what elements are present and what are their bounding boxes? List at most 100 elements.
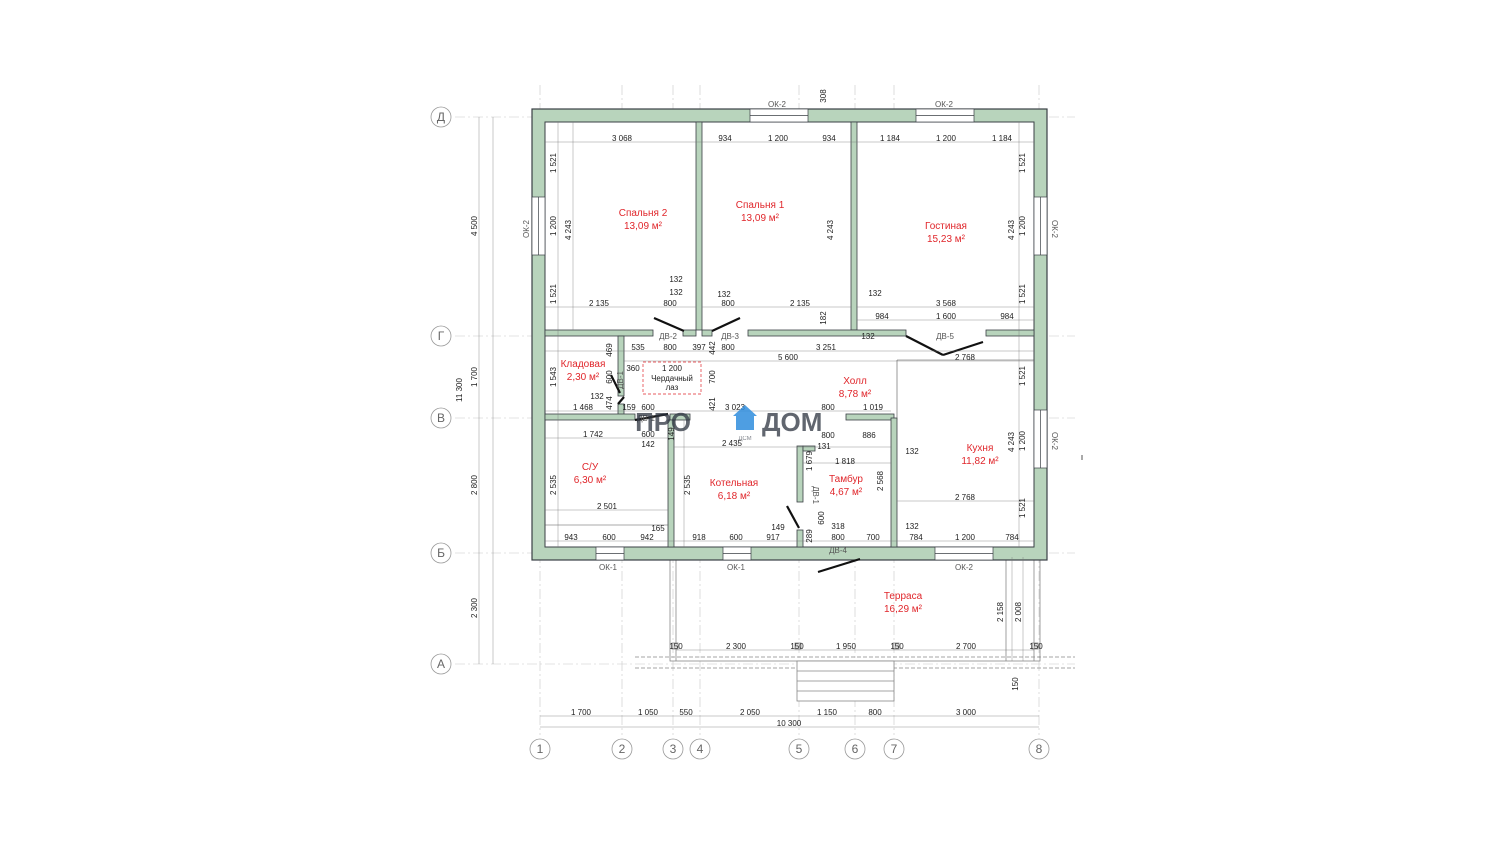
axis-letter: Д (437, 110, 445, 124)
dimension-value: 4 243 (1007, 219, 1016, 240)
dimension-value: 4 500 (470, 215, 479, 236)
dimension-value: 1 521 (549, 283, 558, 304)
dimension-value: 11 300 (455, 378, 464, 402)
dimension-value: 2 158 (996, 601, 1005, 622)
door-label: ДВ-4 (829, 546, 847, 555)
dimension-value: 917 (766, 533, 780, 542)
dimension-value: 800 (663, 299, 677, 308)
dimension-value: 535 (631, 343, 645, 352)
room-name: Гостиная (925, 221, 967, 232)
room-name: С/У (582, 462, 599, 473)
dimension-value: 3 068 (612, 134, 633, 143)
room-name: Спальня 2 (619, 208, 668, 219)
dimension-value: 800 (831, 533, 845, 542)
axis-letter: В (437, 411, 445, 425)
dimension-value: 4 243 (1007, 431, 1016, 452)
axis-number: 5 (796, 742, 803, 756)
dimension-value: 308 (819, 89, 828, 103)
dimension-value: 3 023 (725, 403, 746, 412)
dimension-value: 600 (817, 511, 826, 525)
room-area: 11,82 м² (961, 456, 999, 467)
dimension-value: 3 251 (816, 343, 837, 352)
dimension-value: 132 (868, 289, 882, 298)
dimension-total: 10 300 (777, 719, 802, 728)
dimension-value: 1 742 (583, 430, 604, 439)
door-label: ДВ-3 (721, 332, 739, 341)
room-name: Котельная (710, 478, 758, 489)
dimension-value: 1 521 (1018, 365, 1027, 386)
dimension-value: 421 (708, 397, 717, 411)
dimension-value: 1 521 (1018, 283, 1027, 304)
dimension-value: 397 (692, 343, 706, 352)
dimension-value: 1 700 (470, 366, 479, 387)
axis-letter: А (437, 657, 445, 671)
door-label: ДВ-5 (936, 332, 954, 341)
dimension-value: 1 050 (638, 708, 659, 717)
dimension-value: 150 (1029, 642, 1043, 651)
dimension-value: 4 243 (564, 219, 573, 240)
dimension-value: 2 435 (722, 439, 743, 448)
dimension-value: 165 (651, 524, 665, 533)
dimension-value: 1 184 (992, 134, 1013, 143)
dimension-value: 800 (821, 403, 835, 412)
dimension-value: 1 200 (1018, 215, 1027, 236)
dimension-value: 800 (721, 299, 735, 308)
dimension-value: 132 (905, 447, 919, 456)
axis-number: 7 (891, 742, 898, 756)
attic-text: Чердачный (651, 374, 693, 383)
dimension-value: 934 (822, 134, 836, 143)
axis-number: 6 (852, 742, 859, 756)
dimension-value: 784 (1005, 533, 1019, 542)
dimension-value: 800 (663, 343, 677, 352)
dimension-value: 2 008 (1014, 601, 1023, 622)
dimension-value: 700 (708, 370, 717, 384)
room-name: Тамбур (829, 473, 863, 485)
dimension-value: 600 (729, 533, 743, 542)
room-area: 16,29 м² (884, 604, 923, 615)
axis-letters: Д Г В Б А (430, 106, 452, 675)
attic-text: лаз (666, 383, 679, 392)
dimension-value: 800 (821, 431, 835, 440)
room-area: 8,78 м² (839, 389, 872, 400)
axis-letter: Г (438, 329, 445, 343)
room-area: 2,30 м² (567, 372, 600, 383)
window-label: ОК-2 (1050, 220, 1059, 239)
dimension-value: 2 800 (470, 474, 479, 495)
dimension-value: 132 (590, 392, 604, 401)
dimension-value: 442 (708, 341, 717, 355)
dimension-value: 1 200 (549, 215, 558, 236)
doors (610, 316, 984, 574)
dimension-value: 700 (866, 533, 880, 542)
dimension-value: 289 (805, 529, 814, 543)
dimension-value: 150 (790, 642, 804, 651)
dimension-value: 1 600 (936, 312, 957, 321)
room-name: Кладовая (561, 359, 606, 370)
dimension-value: 159 (622, 403, 636, 412)
dimension-value: 150 (1011, 677, 1020, 691)
watermark-left: ПРО (635, 407, 691, 437)
dimension-value: 1 818 (835, 457, 856, 466)
axis-number: 1 (537, 742, 544, 756)
dimension-value: 132 (905, 522, 919, 531)
axis-numbers: 1 2 3 4 5 6 7 8 (529, 738, 1050, 760)
watermark-small: ДСМ (738, 436, 751, 442)
dimension-value: 984 (875, 312, 889, 321)
dimension-value: 149 (667, 427, 676, 441)
dimension-value: 800 (721, 343, 735, 352)
dimension-value: 942 (640, 533, 654, 542)
door-label: ДВ-1 (811, 486, 820, 504)
window-label: ОК-2 (1050, 432, 1059, 451)
dimension-value: 1 521 (1018, 152, 1027, 173)
dimension-value: 131 (817, 442, 831, 451)
window-label: ОК-2 (935, 100, 954, 109)
dimension-value: 4 243 (826, 219, 835, 240)
dimension-value: 600 (641, 430, 655, 439)
dimension-value: 1 200 (955, 533, 976, 542)
dimension-value: 918 (692, 533, 706, 542)
room-labels: Спальня 2 13,09 м² Спальня 1 13,09 м² Го… (561, 200, 1000, 615)
room-area: 13,09 м² (624, 221, 663, 232)
dimension-value: 2 300 (726, 642, 747, 651)
dimension-value: 2 501 (597, 502, 618, 511)
dimension-value: 1 679 (805, 450, 814, 471)
opening-labels: ОК-2 ОК-2 ОК-2 ОК-2 ОК-2 ОК-1 ОК-1 ОК-2 … (522, 100, 1059, 572)
